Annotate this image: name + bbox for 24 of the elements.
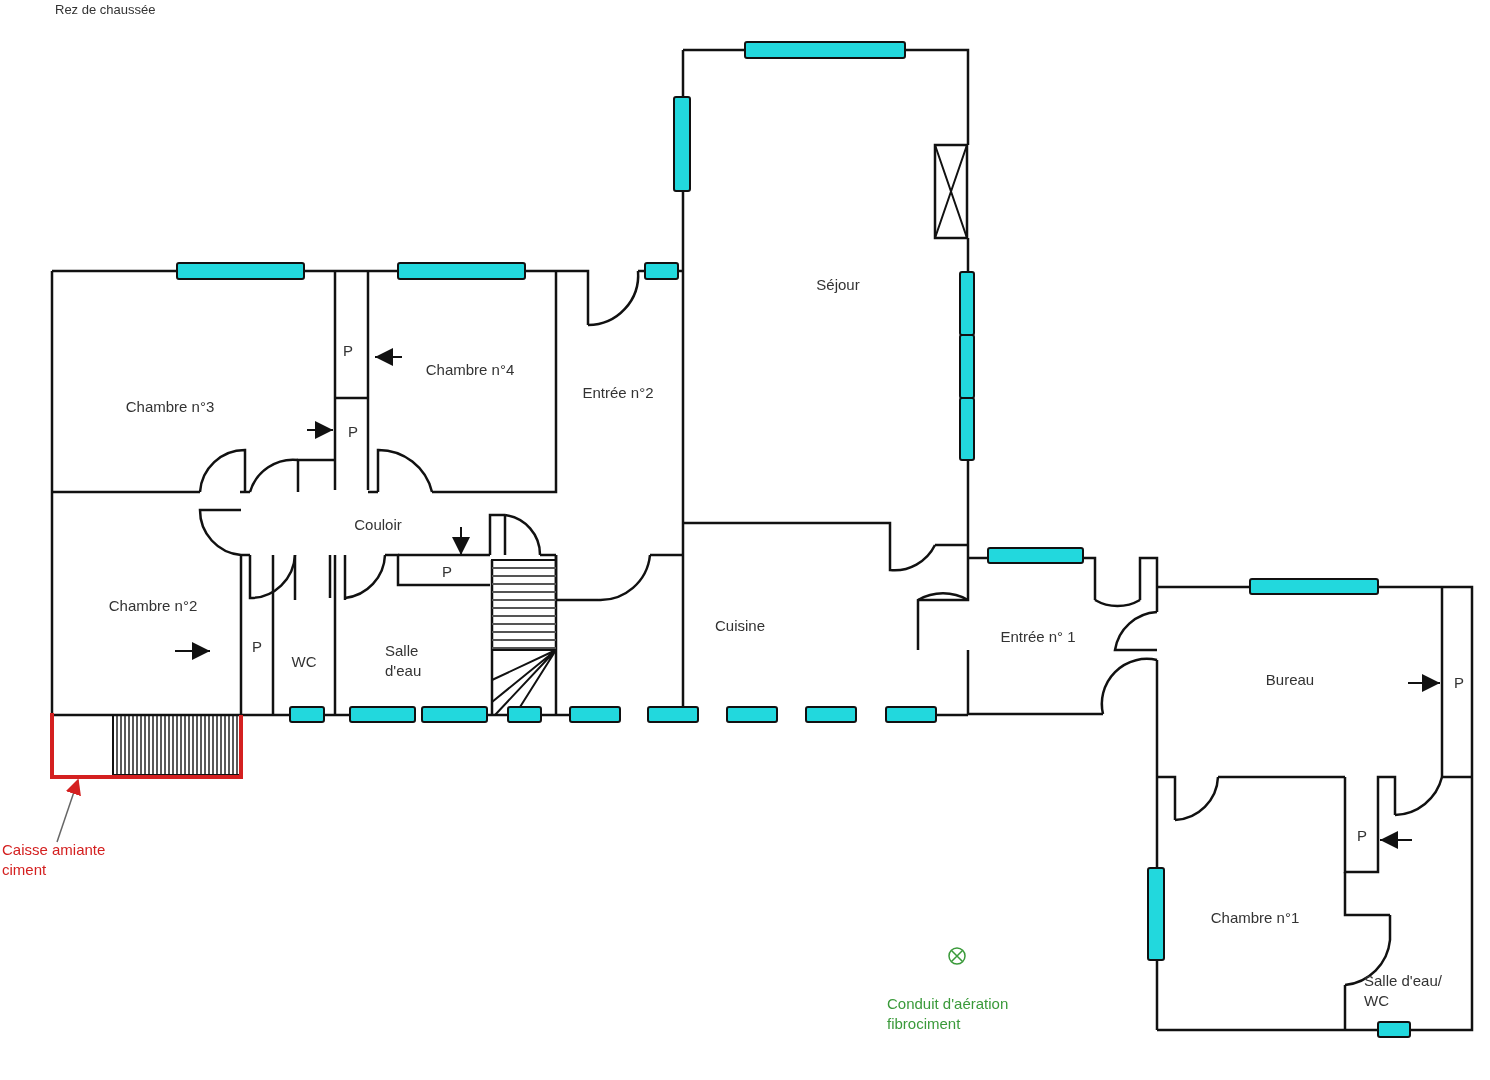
room-name: Salle d'eau/ WC [1364, 970, 1443, 1010]
room-name: Couloir [354, 515, 402, 535]
closet-mark: P [442, 562, 452, 582]
leader-line [56, 778, 81, 843]
room-name: WC [291, 652, 317, 672]
room-name: Chambre n°2 [108, 596, 198, 616]
plan-title: Rez de chaussée [55, 2, 156, 19]
room-name: Bureau [1265, 670, 1315, 690]
closet-mark: P [252, 637, 262, 657]
room-name: Salle d'eau [385, 640, 423, 680]
closet-mark: P [348, 422, 358, 442]
room-name: Chambre n°4 [425, 360, 515, 380]
note-text: Conduit d'aération fibrociment [887, 993, 1010, 1033]
room-name: Entrée n° 1 [1000, 627, 1076, 647]
closet-mark: P [1454, 673, 1464, 693]
room-name: Cuisine [715, 616, 765, 636]
closet-mark: P [343, 341, 353, 361]
room-name: Séjour [816, 275, 860, 295]
closet-mark: P [1357, 826, 1367, 846]
room-name: Entrée n°2 [582, 383, 654, 403]
room-name: Chambre n°1 [1210, 908, 1300, 928]
callout-text: Caisse amiante ciment [2, 840, 122, 879]
asbestos-box-outline [50, 713, 243, 779]
room-name: Chambre n°3 [125, 397, 215, 417]
